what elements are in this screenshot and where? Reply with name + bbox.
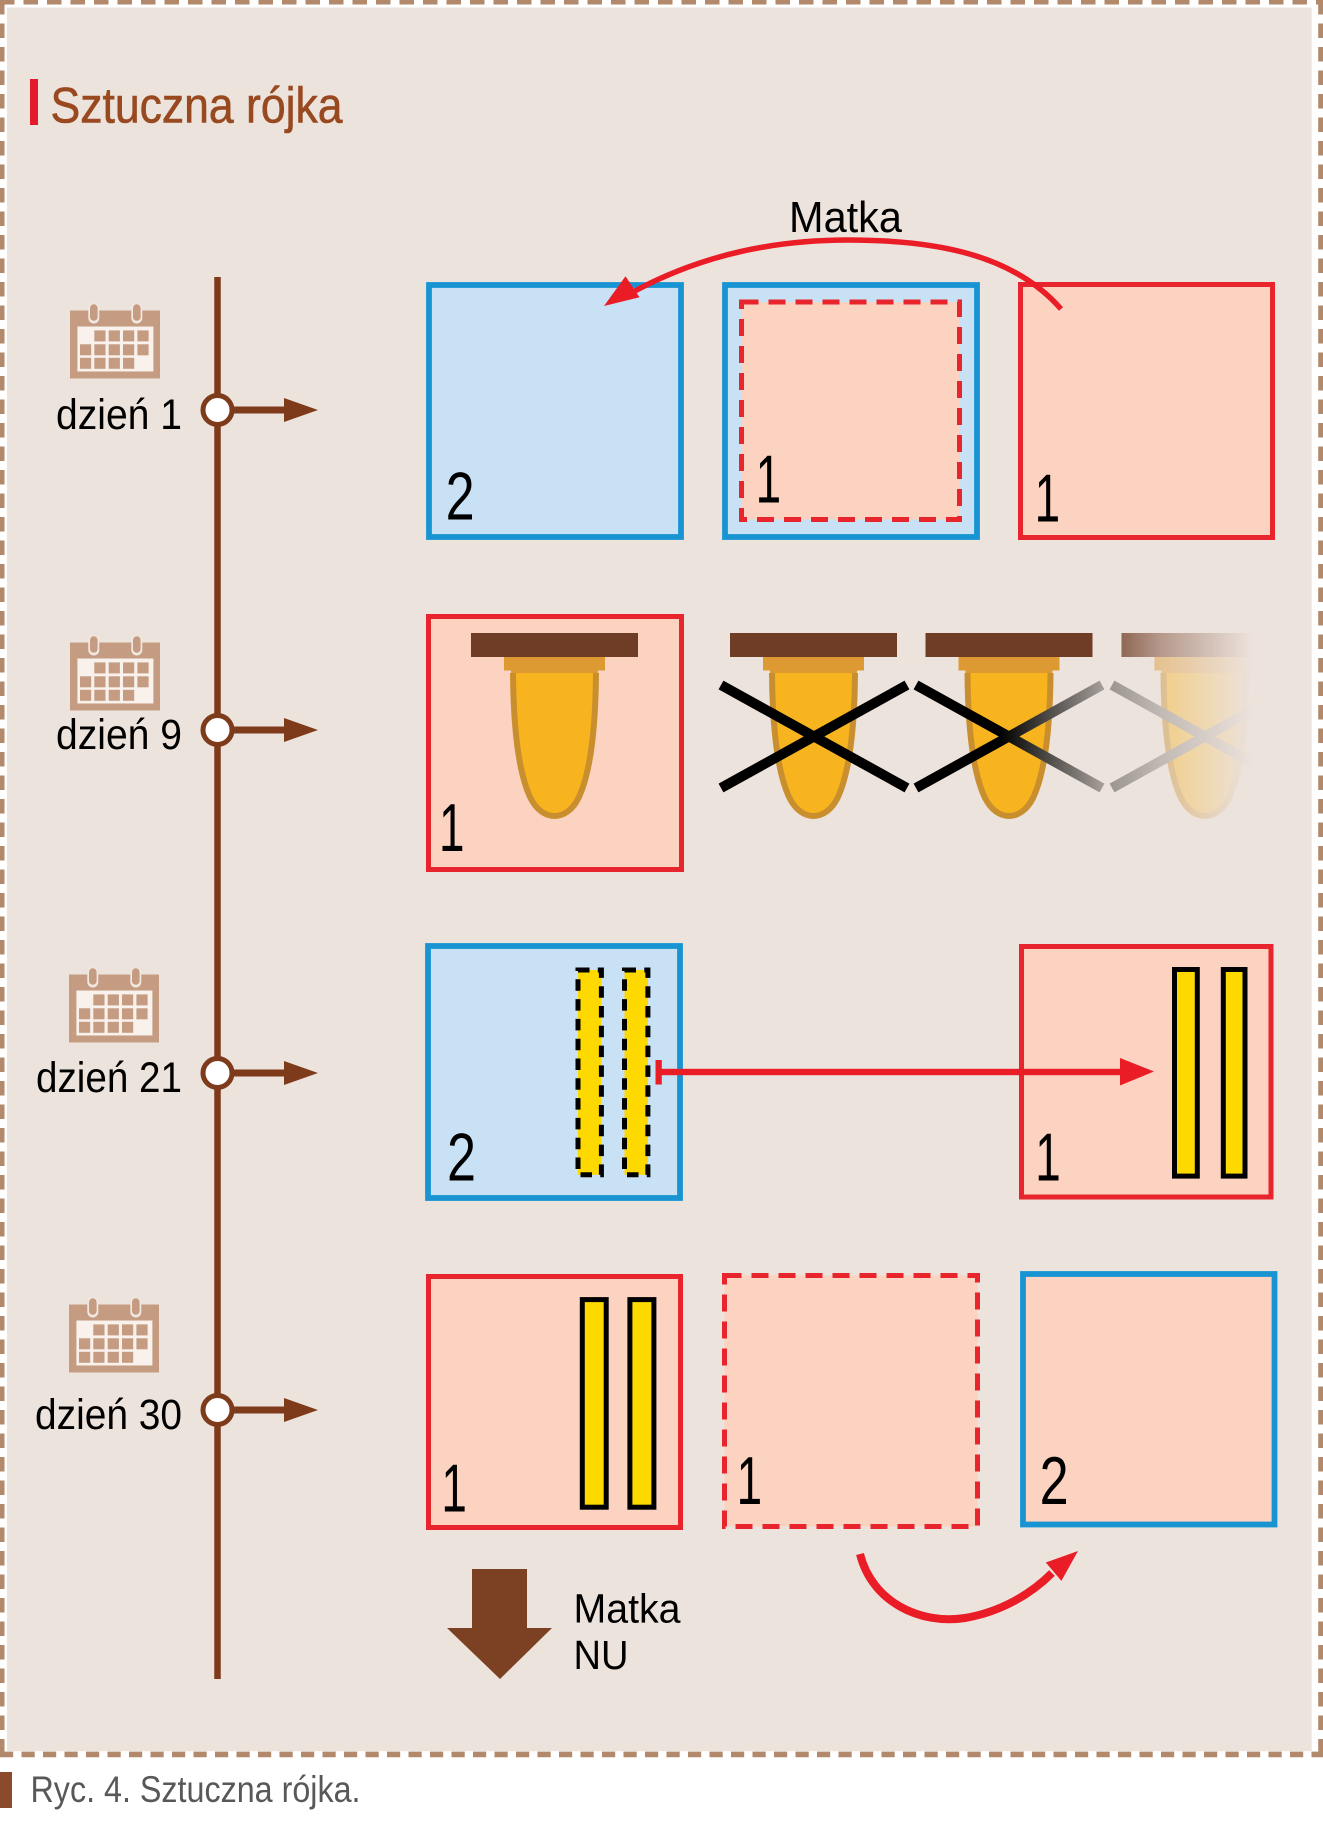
svg-text:Sztuczna rójka: Sztuczna rójka xyxy=(51,78,343,134)
svg-text:1: 1 xyxy=(439,791,465,866)
svg-text:1: 1 xyxy=(1035,462,1061,537)
svg-text:2: 2 xyxy=(446,460,475,535)
svg-text:NU: NU xyxy=(574,1632,629,1678)
svg-text:2: 2 xyxy=(447,1121,476,1196)
svg-text:Ryc. 4. Sztuczna rójka.: Ryc. 4. Sztuczna rójka. xyxy=(31,1769,361,1810)
svg-text:1: 1 xyxy=(737,1444,763,1519)
svg-text:1: 1 xyxy=(1035,1121,1061,1196)
svg-text:2: 2 xyxy=(1040,1444,1069,1519)
svg-text:1: 1 xyxy=(756,442,782,517)
svg-text:1: 1 xyxy=(441,1452,467,1527)
svg-text:dzień 1: dzień 1 xyxy=(56,391,182,439)
svg-text:dzień 30: dzień 30 xyxy=(35,1391,182,1439)
svg-text:dzień 21: dzień 21 xyxy=(36,1054,182,1102)
svg-text:Matka: Matka xyxy=(789,194,903,242)
svg-text:Matka: Matka xyxy=(574,1586,681,1632)
svg-text:dzień 9: dzień 9 xyxy=(56,711,182,759)
